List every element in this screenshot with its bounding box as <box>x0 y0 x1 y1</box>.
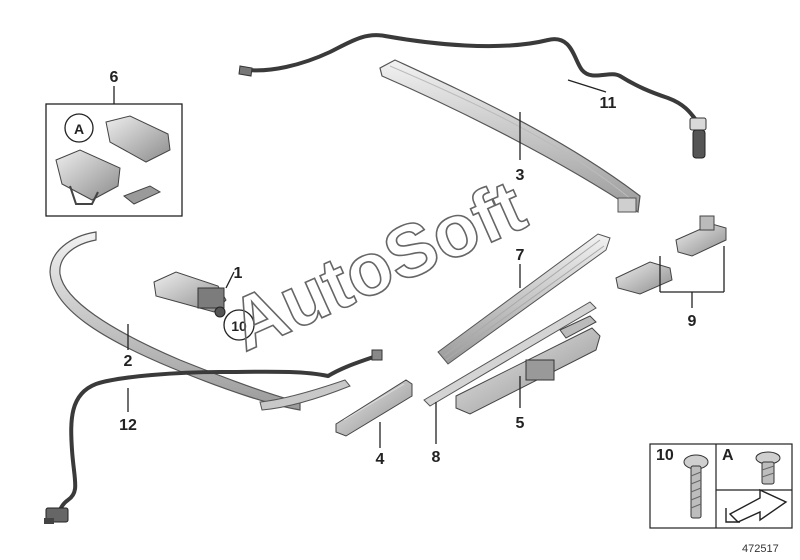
document-number: 472517 <box>742 543 779 555</box>
part-11-cable <box>238 33 707 159</box>
hardware-legend: 10 A <box>649 443 793 529</box>
part-3-rear-rail <box>379 59 641 214</box>
legend-label-a: A <box>722 447 734 464</box>
callout-11: 11 <box>600 95 617 112</box>
callout-10-inline: 10 <box>231 318 247 334</box>
part-4-front-guide <box>335 379 413 437</box>
screw-10-icon <box>683 454 709 519</box>
legend-label-10: 10 <box>656 447 674 464</box>
watermark: AutoSoft <box>218 164 537 367</box>
callout-6: 6 <box>110 69 119 86</box>
inset-marker <box>64 113 94 143</box>
connector-icon <box>689 117 707 159</box>
part-9-brackets <box>615 215 727 295</box>
callout-12: 12 <box>119 417 137 434</box>
callout-2: 2 <box>124 353 133 370</box>
screw-a-icon <box>755 451 781 485</box>
inset-letter: A <box>74 121 84 137</box>
part-8-guide-strip <box>423 301 597 407</box>
callout-5: 5 <box>516 415 525 432</box>
inset-box-6: A <box>45 103 183 217</box>
part-10-marker: 10 <box>223 309 255 341</box>
callout-1: 1 <box>234 265 243 282</box>
callout-labels: 6 11 3 1 2 7 9 5 4 8 12 <box>110 69 697 468</box>
connector-icon-2 <box>44 507 69 524</box>
part-7-deflector <box>437 233 611 365</box>
arrow-symbol-icon <box>725 488 788 523</box>
callout-8: 8 <box>432 449 441 466</box>
part-12-cable <box>44 349 383 524</box>
callout-9: 9 <box>688 313 697 330</box>
part-5-mechanism <box>455 315 601 415</box>
leader-lines <box>113 79 725 448</box>
callout-3: 3 <box>516 167 525 184</box>
callout-7: 7 <box>516 247 525 264</box>
part-1-motor <box>153 271 227 318</box>
part-2-frame-rail <box>49 231 351 411</box>
callout-4: 4 <box>376 451 385 468</box>
